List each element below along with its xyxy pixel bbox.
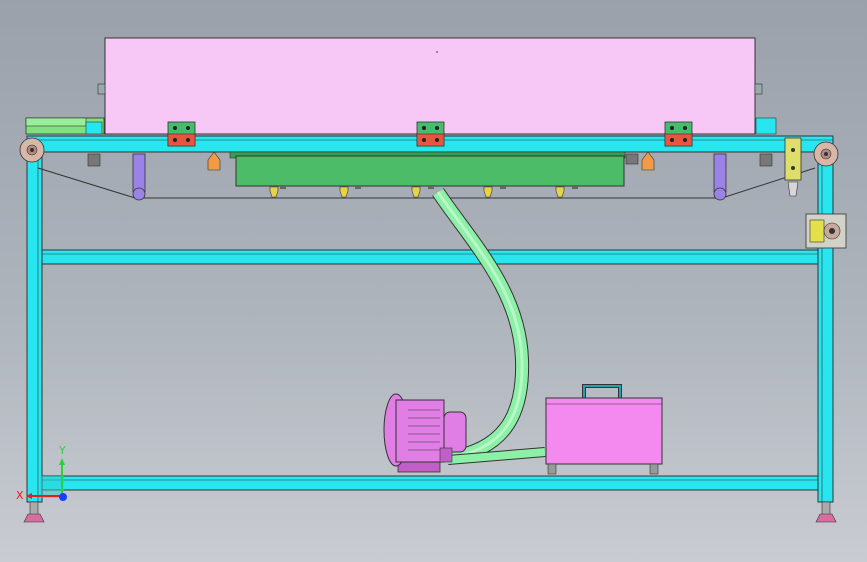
blower-motor <box>383 393 467 473</box>
x-axis-label: X <box>16 489 24 502</box>
z-axis-dot <box>59 493 67 501</box>
clamp-right <box>664 121 693 147</box>
y-axis-label: Y <box>58 444 66 457</box>
air-plenum <box>229 151 626 198</box>
axis-triad: X Y <box>16 444 67 502</box>
control-box <box>545 384 663 475</box>
top-hood <box>97 37 763 135</box>
conveyor-belt <box>37 151 816 201</box>
clamp-center <box>416 121 445 147</box>
air-hose <box>432 188 546 465</box>
nozzles <box>269 186 565 198</box>
tension-bracket <box>784 137 802 197</box>
leveling-feet <box>23 501 837 523</box>
rail-clamps <box>167 121 693 147</box>
right-gearbox <box>805 213 847 249</box>
foot-right <box>815 501 837 523</box>
right-bearing <box>813 141 839 167</box>
clamp-left <box>167 121 196 147</box>
left-bearing <box>19 137 45 163</box>
foot-left <box>23 501 45 523</box>
feed-tray <box>25 117 777 135</box>
side-hardware <box>19 137 847 249</box>
